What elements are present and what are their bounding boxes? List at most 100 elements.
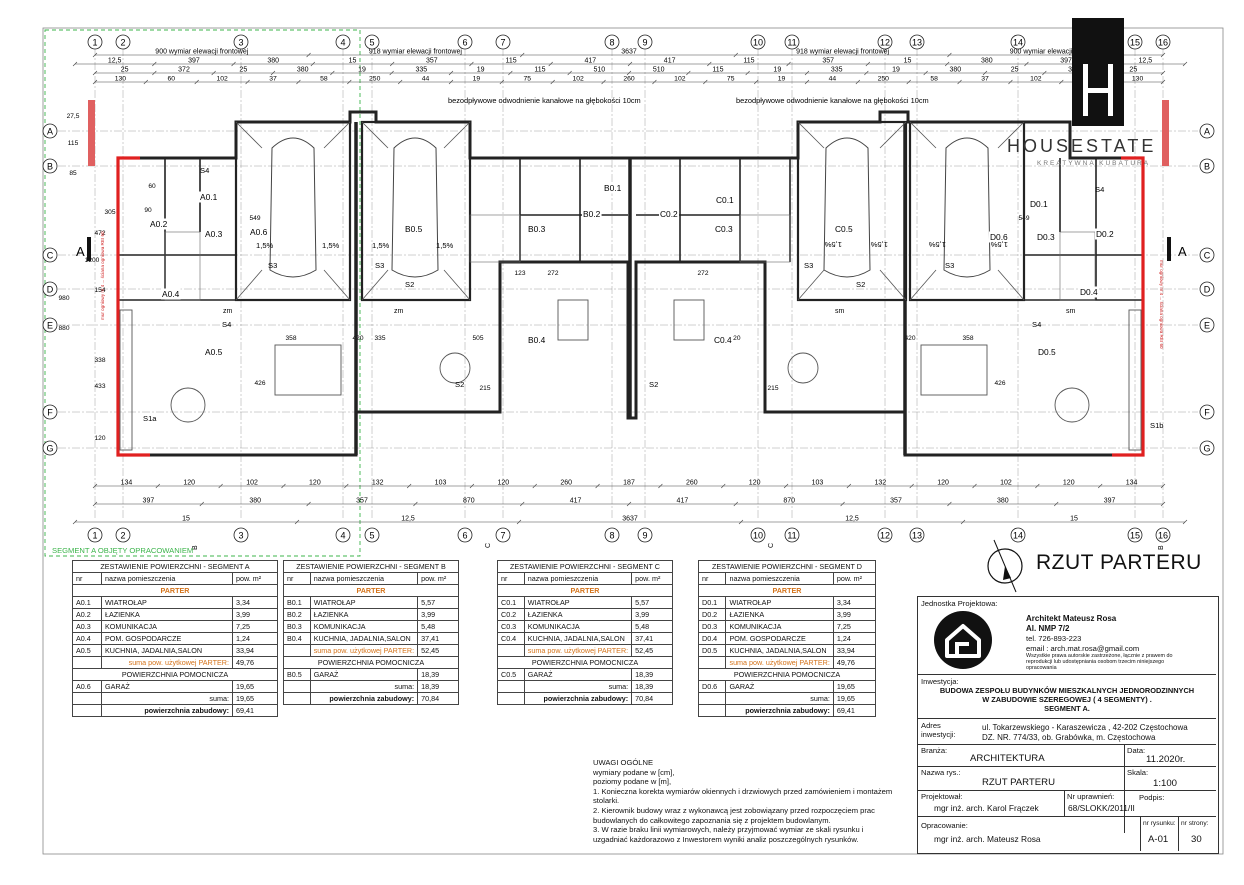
- table-row: powierzchnia zabudowy:70,84: [497, 692, 673, 705]
- note-line: 2. Kierownik budowy wraz z wykonawcą jes…: [593, 805, 875, 815]
- dimension-value: 60: [168, 76, 176, 83]
- stair-label: S2: [856, 280, 865, 289]
- col-header-name: nazwa pomieszczenia: [523, 572, 633, 585]
- dimension-value: 870: [783, 498, 795, 505]
- table-row: POWIERZCHNIA POMOCNICZA: [698, 668, 876, 681]
- dimension-value: 25: [239, 67, 247, 74]
- table-row: ZESTAWIENIE POWIERZCHNI - SEGMENT C: [497, 560, 673, 573]
- dimension-value: 102: [674, 76, 686, 83]
- sum-usable-label: suma pow. użytkowej PARTER:: [101, 656, 233, 669]
- table-cell: B0.3: [283, 620, 311, 633]
- stairs: [164, 214, 1096, 301]
- axis-label-7: 7: [500, 38, 505, 48]
- table-cell: 19,65: [232, 680, 278, 693]
- built-area-value: 69,41: [832, 704, 877, 717]
- table-cell: C0.3: [497, 620, 525, 633]
- segment-a-label: SEGMENT A OBJĘTY OPRACOWANIEM: [52, 546, 193, 555]
- axis-label-1: 1: [92, 531, 97, 541]
- stair-label: S4: [222, 320, 231, 329]
- tb-branza-cell: [918, 745, 1216, 767]
- dimension-value: 260: [686, 480, 698, 487]
- table-cell: 3,99: [832, 608, 877, 621]
- uprawnien-label: Nr uprawnień:: [1067, 792, 1115, 801]
- axis-bubbles: 1122334455667788991010111112121313141415…: [42, 34, 1215, 543]
- table-row: suma:19,65: [697, 692, 877, 705]
- col-header-name: nazwa pomieszczenia: [101, 572, 233, 585]
- axis-label-F: F: [47, 408, 53, 418]
- nazwa-value: RZUT PARTERU: [982, 777, 1056, 788]
- dimension-value: 420: [904, 335, 915, 342]
- room-label-a0-3: A0.3: [205, 229, 223, 239]
- dimension-value: 134: [1126, 480, 1138, 487]
- dimension-value: 357: [426, 58, 438, 65]
- table-cell: 18,39: [631, 668, 673, 681]
- note-line: 3. W razie braku linii wymiarowych, nale…: [593, 825, 864, 835]
- dimension-value: 58: [930, 76, 938, 83]
- dimension-value: 19: [477, 67, 485, 74]
- table-cell: WIATROŁAP: [309, 596, 419, 609]
- built-area-label: powierzchnia zabudowy:: [101, 704, 233, 717]
- table-cell: KUCHNIA, JADALNIA,SALON: [101, 644, 233, 657]
- table-row: PARTER: [283, 584, 459, 597]
- axis-label-1: 1: [92, 38, 97, 48]
- table-cell: D0.2: [697, 608, 727, 621]
- dimension-value: 272: [547, 270, 558, 277]
- branza-label: Branża:: [921, 746, 948, 755]
- section-mark-bottom: B: [1158, 545, 1165, 550]
- dimension-value: 3637: [622, 516, 638, 523]
- axis-label-B: B: [47, 162, 53, 172]
- dimension-value: 380: [249, 498, 261, 505]
- dimension-value: 380: [267, 58, 279, 65]
- dimension-value: 134: [121, 480, 133, 487]
- dimension-value: 102: [246, 480, 258, 487]
- architect-email: email : arch.mat.rosa@gmail.com: [1026, 644, 1140, 653]
- aux-section-header: POWIERZCHNIA POMOCNICZA: [283, 656, 459, 669]
- dimension-value: 130: [115, 76, 127, 83]
- dimension-value: 187: [623, 480, 635, 487]
- section-mark-bottom: C: [768, 543, 775, 548]
- slope-label: 1,5%: [824, 240, 842, 249]
- note-line: poziomy podane w [m],: [593, 777, 672, 787]
- stair-label: S2: [455, 380, 464, 389]
- dimension-value: 420: [352, 335, 363, 342]
- stair-label: S2: [405, 280, 414, 289]
- axis-label-5: 5: [369, 38, 374, 48]
- dimension-value: 120: [749, 480, 761, 487]
- nazwa-label: Nazwa rys.:: [921, 768, 961, 777]
- dimension-value: 260: [560, 480, 572, 487]
- table-cell: GARAŻ: [101, 680, 233, 693]
- table-cell: [497, 680, 525, 693]
- stair-label: S4: [200, 166, 209, 175]
- room-label-c0-1: C0.1: [716, 195, 734, 205]
- table-cell: KUCHNIA, JADALNIA,SALON: [523, 632, 633, 645]
- dimension-value: 472: [94, 230, 105, 237]
- dimension-value: 12,5: [845, 516, 859, 523]
- table-cell: 7,25: [832, 620, 877, 633]
- slope-label: 1,5%: [436, 241, 454, 250]
- furniture: [119, 299, 1142, 451]
- brand-tagline: KREATYWNA KUBATURA: [1037, 160, 1151, 167]
- dimension-value: 380: [297, 67, 309, 74]
- table-row: PARTER: [698, 584, 876, 597]
- col-header-area: pow. m²: [417, 572, 459, 585]
- table-row: suma:19,65: [72, 692, 278, 705]
- room-label-d0-5: D0.5: [1038, 347, 1056, 357]
- axis-label-11: 11: [787, 38, 796, 48]
- dimension-value: 505: [472, 335, 483, 342]
- axis-label-10: 10: [753, 38, 763, 48]
- table-cell: [697, 692, 727, 705]
- dimension-value: 120: [94, 435, 105, 442]
- axis-label-16: 16: [1158, 531, 1168, 541]
- table-cell: D0.5: [697, 644, 727, 657]
- dimension-value: 120: [1063, 480, 1075, 487]
- dimension-value: 980: [58, 295, 69, 302]
- col-header-nr: nr: [283, 572, 311, 585]
- note-line: stolarki.: [593, 796, 620, 806]
